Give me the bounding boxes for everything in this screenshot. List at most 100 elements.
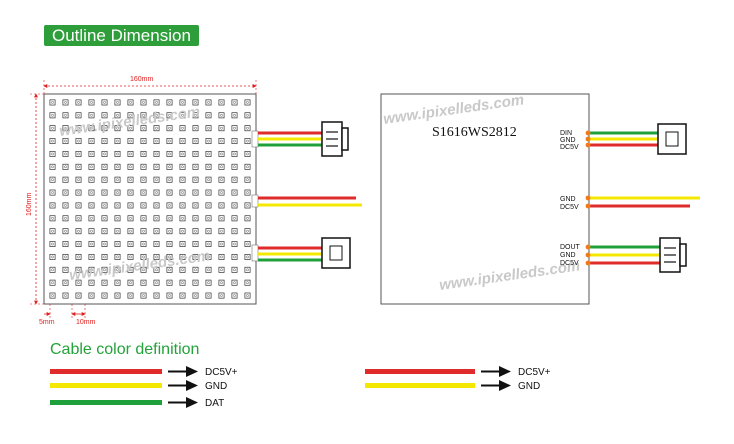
led-cell — [140, 176, 147, 183]
led-lens — [155, 204, 158, 207]
led-cell — [114, 202, 121, 209]
led-lens — [116, 216, 119, 220]
led-cell — [179, 202, 186, 209]
led-cell — [49, 266, 56, 273]
led-lens — [64, 152, 67, 156]
led-lens — [155, 216, 158, 220]
led-lens — [116, 268, 119, 272]
led-lens — [129, 229, 132, 233]
led-cell — [75, 266, 82, 273]
led-cell — [140, 138, 147, 145]
led-cell — [140, 189, 147, 196]
led-lens — [207, 204, 210, 207]
led-cell — [127, 292, 134, 299]
led-lens — [194, 191, 197, 194]
led-cell — [192, 138, 199, 145]
led-cell — [127, 112, 134, 119]
led-lens — [142, 255, 145, 259]
led-lens — [51, 255, 54, 259]
led-cell — [140, 150, 147, 157]
led-lens — [181, 268, 184, 272]
led-cell — [114, 189, 121, 196]
back-power-cable — [585, 195, 700, 209]
led-cell — [153, 202, 160, 209]
led-lens — [90, 165, 93, 169]
led-lens — [207, 242, 210, 246]
led-cell — [114, 253, 121, 260]
arrow-right-icon — [186, 397, 198, 408]
led-cell — [101, 112, 108, 119]
led-lens — [246, 139, 249, 143]
led-cell — [75, 163, 82, 170]
led-cell — [88, 125, 95, 132]
led-cell — [49, 163, 56, 170]
female-connector-icon — [657, 123, 687, 155]
led-cell — [218, 228, 225, 235]
led-lens — [77, 165, 80, 169]
led-lens — [181, 204, 184, 207]
led-lens — [103, 178, 106, 182]
led-cell — [127, 202, 134, 209]
led-lens — [142, 216, 145, 220]
female-connector-icon — [321, 237, 351, 269]
led-grid — [49, 99, 251, 299]
led-cell — [114, 112, 121, 119]
led-lens — [77, 204, 80, 207]
led-cell — [218, 112, 225, 119]
led-lens — [51, 152, 54, 156]
led-lens — [220, 229, 223, 233]
led-lens — [207, 101, 210, 104]
led-lens — [77, 268, 80, 272]
led-lens — [64, 204, 67, 207]
led-cell — [218, 215, 225, 222]
led-cell — [75, 241, 82, 248]
led-lens — [181, 165, 184, 169]
led-lens — [246, 229, 249, 233]
led-cell — [62, 112, 69, 119]
led-cell — [140, 279, 147, 286]
led-lens — [129, 255, 132, 259]
led-lens — [90, 281, 93, 285]
front-input-cable — [251, 121, 349, 157]
led-cell — [153, 176, 160, 183]
led-lens — [181, 113, 184, 117]
led-cell — [166, 253, 173, 260]
led-lens — [64, 242, 67, 246]
led-cell — [88, 163, 95, 170]
legend-label: GND — [205, 381, 227, 392]
led-lens — [129, 294, 132, 297]
led-lens — [116, 126, 119, 130]
led-lens — [233, 101, 236, 104]
led-lens — [207, 178, 210, 182]
legend-item-gnd-right: GND — [365, 380, 540, 392]
back-input-cable — [585, 123, 687, 155]
led-lens — [103, 165, 106, 169]
led-cell — [166, 150, 173, 157]
led-lens — [155, 152, 158, 156]
led-lens — [51, 281, 54, 285]
led-lens — [51, 165, 54, 169]
led-cell — [101, 241, 108, 248]
front-output-cable — [251, 237, 351, 269]
led-lens — [116, 152, 119, 156]
led-cell — [101, 279, 108, 286]
led-lens — [129, 242, 132, 246]
led-lens — [64, 178, 67, 182]
led-lens — [220, 152, 223, 156]
led-lens — [168, 255, 171, 259]
led-cell — [101, 150, 108, 157]
led-lens — [77, 126, 80, 130]
led-lens — [116, 113, 119, 117]
led-cell — [179, 241, 186, 248]
led-lens — [194, 281, 197, 285]
pitch-label: 10mm — [76, 319, 96, 326]
led-cell — [231, 176, 238, 183]
led-cell — [218, 292, 225, 299]
led-cell — [231, 150, 238, 157]
led-lens — [207, 113, 210, 117]
led-cell — [49, 202, 56, 209]
led-cell — [205, 215, 212, 222]
led-cell — [231, 279, 238, 286]
led-lens — [246, 216, 249, 220]
led-cell — [62, 292, 69, 299]
